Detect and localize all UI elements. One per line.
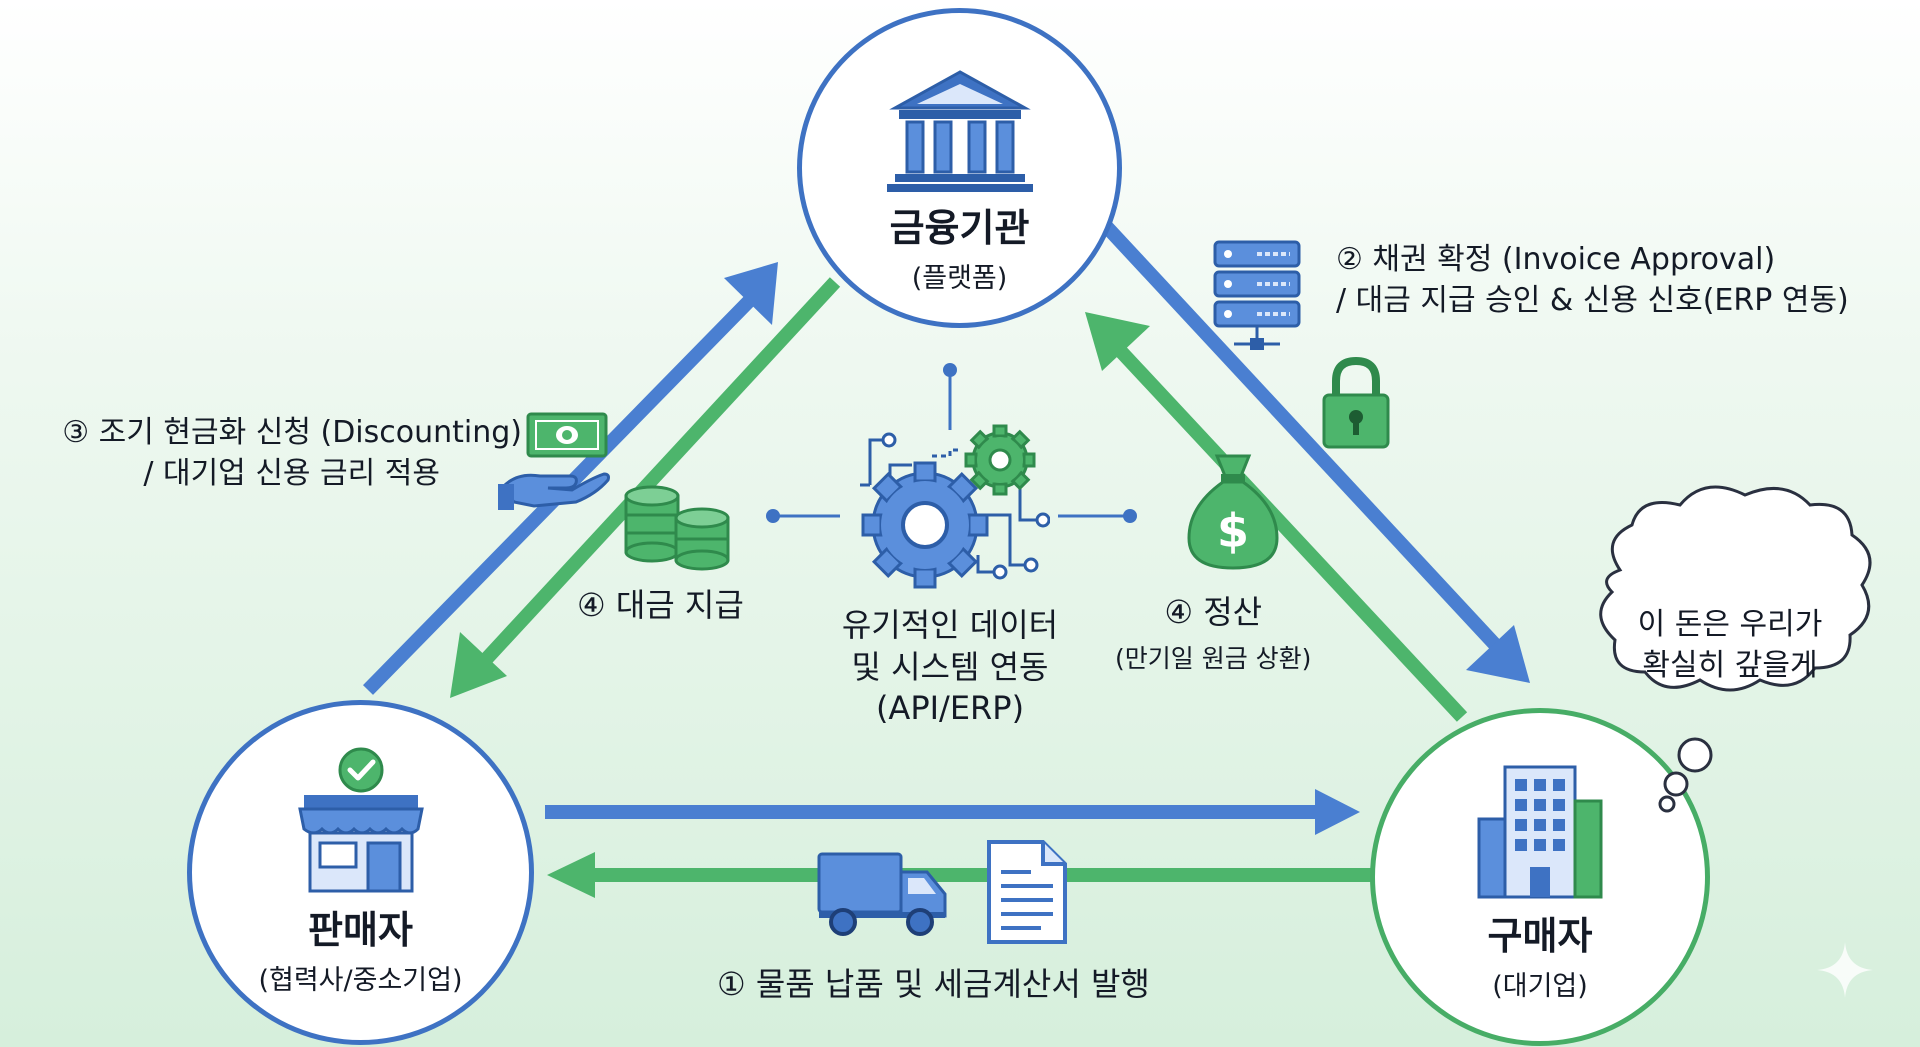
bank-subtitle: (플랫폼) bbox=[911, 263, 1008, 294]
step4-pay-label: ④ 대금 지급 bbox=[577, 586, 744, 624]
arrow-bank-to-buyer-head bbox=[1466, 625, 1530, 683]
arrow-seller-to-buyer-head bbox=[1315, 789, 1360, 835]
step4-settle-sub: (만기일 원금 상환) bbox=[1115, 644, 1312, 673]
center-line3: (API/ERP) bbox=[875, 689, 1025, 728]
step2-line2: / 대금 지급 승인 & 신용 신호(ERP 연동) bbox=[1336, 282, 1849, 318]
gears-icon bbox=[860, 424, 1050, 589]
seller-subtitle: (협력사/중소기업) bbox=[258, 965, 463, 996]
sparkle-icon bbox=[1817, 942, 1873, 998]
step3-line2: / 대기업 신용 금리 적용 bbox=[143, 455, 440, 491]
server-icon bbox=[1213, 240, 1301, 350]
coin-stack-icon bbox=[624, 485, 730, 571]
bank-building-icon bbox=[886, 70, 1033, 192]
center-integration-text: 유기적인 데이터 및 시스템 연동 (API/ERP) bbox=[800, 605, 1100, 730]
arrow-bank-to-buyer bbox=[1099, 220, 1506, 655]
bubble-text: 이 돈은 우리가 확실히 갚을게 bbox=[1600, 605, 1860, 686]
step1-label: ① 물품 납품 및 세금계산서 발행 bbox=[717, 965, 1150, 1003]
bubble-line1: 이 돈은 우리가 bbox=[1637, 607, 1823, 642]
bank-title: 금융기관 bbox=[889, 206, 1030, 250]
svg-text:$: $ bbox=[1217, 504, 1249, 558]
step4-settle-label: ④ 정산 (만기일 원금 상환) bbox=[1115, 587, 1311, 675]
cash-hand-icon bbox=[498, 412, 610, 510]
buyer-title: 구매자 bbox=[1487, 914, 1593, 958]
step3-label: ③ 조기 현금화 신청 (Discounting) / 대기업 신용 금리 적용 bbox=[12, 413, 522, 494]
center-line1: 유기적인 데이터 bbox=[841, 606, 1059, 644]
connector-right-dot bbox=[1123, 509, 1137, 523]
step2-label: ② 채권 확정 (Invoice Approval) / 대금 지급 승인 & … bbox=[1336, 240, 1849, 321]
node-seller: 판매자 (협력사/중소기업) bbox=[187, 700, 534, 1045]
arrow-buyer-to-bank bbox=[1109, 340, 1468, 722]
office-building-icon bbox=[1477, 765, 1603, 899]
step4-settle-title: ④ 정산 bbox=[1164, 593, 1263, 631]
invoice-document-icon bbox=[987, 840, 1067, 944]
step2-line1: ② 채권 확정 (Invoice Approval) bbox=[1336, 242, 1776, 277]
center-line2: 및 시스템 연동 bbox=[851, 647, 1049, 686]
node-bank: 금융기관 (플랫폼) bbox=[797, 8, 1122, 328]
connector-top-dot bbox=[943, 363, 957, 377]
arrow-buyer-to-bank-head bbox=[1085, 312, 1150, 371]
bubble-line2: 확실히 갚을게 bbox=[1642, 647, 1818, 683]
arrow-bank-to-seller-head bbox=[450, 632, 507, 698]
seller-title: 판매자 bbox=[308, 908, 413, 952]
connector-left-dot bbox=[766, 509, 780, 523]
buyer-subtitle: (대기업) bbox=[1492, 971, 1588, 1002]
arrow-bank-to-seller bbox=[472, 277, 841, 673]
step3-line1: ③ 조기 현금화 신청 (Discounting) bbox=[62, 415, 522, 450]
money-bag-icon: $ bbox=[1187, 454, 1279, 570]
delivery-truck-icon bbox=[817, 852, 947, 936]
node-buyer: 구매자 (대기업) bbox=[1370, 708, 1710, 1046]
padlock-icon bbox=[1322, 356, 1390, 449]
storefront-icon bbox=[297, 747, 424, 893]
arrow-buyer-to-seller-head bbox=[547, 852, 595, 898]
arrow-seller-to-bank-head bbox=[724, 262, 778, 325]
